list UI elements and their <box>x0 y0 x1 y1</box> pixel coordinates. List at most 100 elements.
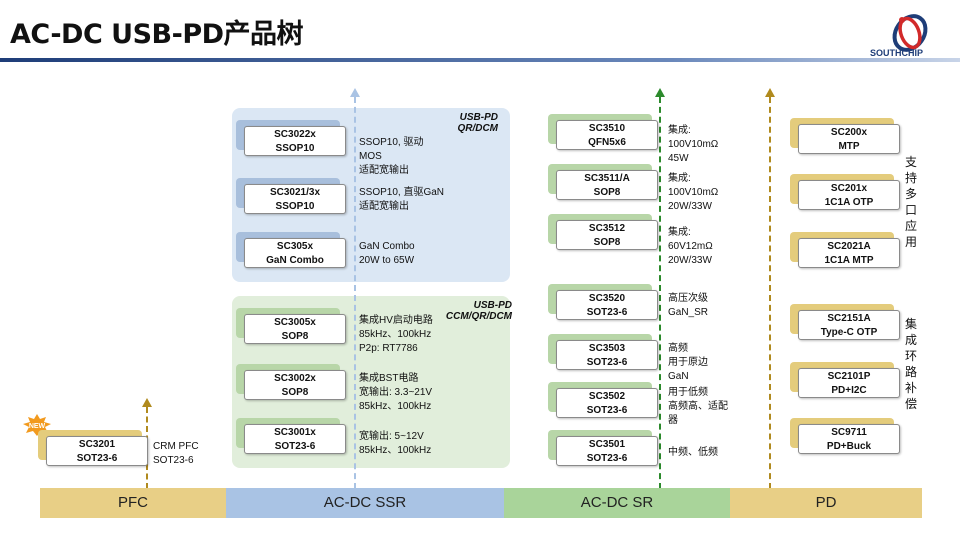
chip-part-number: SC201x <box>830 183 868 194</box>
chip-part-number: SC3002x <box>274 373 316 384</box>
qr-panel-label: USB-PD QR/DCM <box>420 112 498 134</box>
desc-line: 用于原边 <box>668 357 708 368</box>
desc-line: 用于低频 <box>668 387 708 398</box>
desc-line: 高压次级 <box>668 293 708 304</box>
desc-line: 集成: <box>668 173 691 184</box>
chip-package: Type-C OTP <box>820 327 878 338</box>
desc-line: SSOP10, 直驱GaN <box>359 187 445 198</box>
ssr-desc-2: GaN Combo 20W to 65W <box>359 240 415 268</box>
desc-line: SOT23-6 <box>153 455 194 466</box>
desc-line: 85kHz、100kHz <box>359 401 432 412</box>
chip-part-number: SC3201 <box>78 439 116 450</box>
sr-desc-0: 集成: 100V10mΩ 45W <box>668 124 718 166</box>
chip-package: SOT23-6 <box>586 453 628 464</box>
ssr-desc-3: 集成HV启动电路 85kHz、100kHz P2p: RT7786 <box>359 314 433 356</box>
desc-line: 85kHz、100kHz <box>359 445 432 456</box>
chip-part-number: SC2101P <box>827 371 871 382</box>
chip-part-number: SC3021/3x <box>269 187 321 198</box>
desc-line: 100V10mΩ <box>668 139 719 150</box>
desc-line: 宽输出: 3.3~21V <box>359 387 433 398</box>
band-ac-dc-sr: AC-DC SR <box>504 488 730 518</box>
chip-package: SOT23-6 <box>586 405 628 416</box>
chip-package: SOT23-6 <box>274 441 316 452</box>
desc-line: 20W/33W <box>668 255 712 266</box>
sr-desc-6: 中频、低频 <box>668 446 718 460</box>
chip-sc2151a[interactable]: SC2151A Type-C OTP <box>790 304 902 340</box>
ssr-desc-0: SSOP10, 驱动 MOS 适配宽输出 <box>359 136 423 178</box>
desc-line: 20W to 65W <box>359 255 415 266</box>
chip-part-number: SC3510 <box>588 123 626 134</box>
sr-desc-5: 用于低频 高频高、适配 器 <box>668 386 728 428</box>
desc-line: GaN Combo <box>359 241 415 252</box>
logo-text: SOUTHCHIP <box>870 48 924 58</box>
ssr-desc-5: 宽输出: 5~12V 85kHz、100kHz <box>359 430 431 458</box>
desc-line: MOS <box>359 151 382 162</box>
chip-package: 1C1A OTP <box>824 197 874 208</box>
desc-line: 集成: <box>668 227 691 238</box>
new-badge-label: NEW <box>29 423 46 430</box>
desc-line: 高频高、适配 <box>668 401 728 412</box>
chip-package: QFN5x6 <box>588 137 626 148</box>
ssr-desc-1: SSOP10, 直驱GaN 适配宽输出 <box>359 186 444 214</box>
chip-package: SOP8 <box>281 331 309 342</box>
southchip-logo-icon <box>892 14 928 52</box>
desc-line: GaN_SR <box>668 307 709 318</box>
sr-desc-2: 集成: 60V12mΩ 20W/33W <box>668 226 713 268</box>
chip-package: PD+Buck <box>826 441 872 452</box>
desc-line: GaN <box>668 371 689 382</box>
band-ac-dc-ssr: AC-DC SSR <box>226 488 504 518</box>
ccm-panel-label: USB-PD CCM/QR/DCM <box>420 300 512 322</box>
qr-label-line1: USB-PD <box>459 112 498 123</box>
title-underline <box>0 58 960 62</box>
sr-desc-1: 集成: 100V10mΩ 20W/33W <box>668 172 718 214</box>
desc-line: 集成: <box>668 125 691 136</box>
chip-package: MTP <box>838 141 860 152</box>
chip-part-number: SC3022x <box>274 129 316 140</box>
desc-line: 45W <box>668 153 689 164</box>
chip-sc201x[interactable]: SC201x 1C1A OTP <box>790 174 902 210</box>
desc-line: 高频 <box>668 343 688 354</box>
chip-sc3201[interactable]: SC3201 SOT23-6 <box>38 430 150 466</box>
chip-part-number: SC3503 <box>588 343 626 354</box>
chip-package: SSOP10 <box>275 143 315 154</box>
desc-line: 集成BST电路 <box>359 373 419 384</box>
chip-part-number: SC2151A <box>827 313 871 324</box>
ccm-label-line2: CCM/QR/DCM <box>445 311 512 322</box>
chip-package: SSOP10 <box>275 201 315 212</box>
pfc-desc: CRM PFC SOT23-6 <box>153 440 199 468</box>
band-pfc: PFC <box>40 488 226 518</box>
desc-line: SSOP10, 驱动 <box>359 137 424 148</box>
chip-package: SOT23-6 <box>76 453 118 464</box>
chip-package: GaN Combo <box>266 255 324 266</box>
ssr-desc-4: 集成BST电路 宽输出: 3.3~21V 85kHz、100kHz <box>359 372 432 414</box>
sr-desc-3: 高压次级 GaN_SR <box>668 292 708 320</box>
desc-line: 85kHz、100kHz <box>359 329 432 340</box>
desc-line: 宽输出: 5~12V <box>359 431 424 442</box>
desc-line: 适配宽输出 <box>359 165 409 176</box>
desc-line: 20W/33W <box>668 201 712 212</box>
page-title: AC-DC USB-PD产品树 <box>10 19 304 50</box>
chip-package: SOT23-6 <box>586 357 628 368</box>
chip-package: SOP8 <box>281 387 309 398</box>
chip-part-number: SC3005x <box>274 317 316 328</box>
desc-line: 集成HV启动电路 <box>359 315 433 326</box>
desc-line: 中频、低频 <box>668 447 718 458</box>
desc-line: 器 <box>668 415 678 426</box>
